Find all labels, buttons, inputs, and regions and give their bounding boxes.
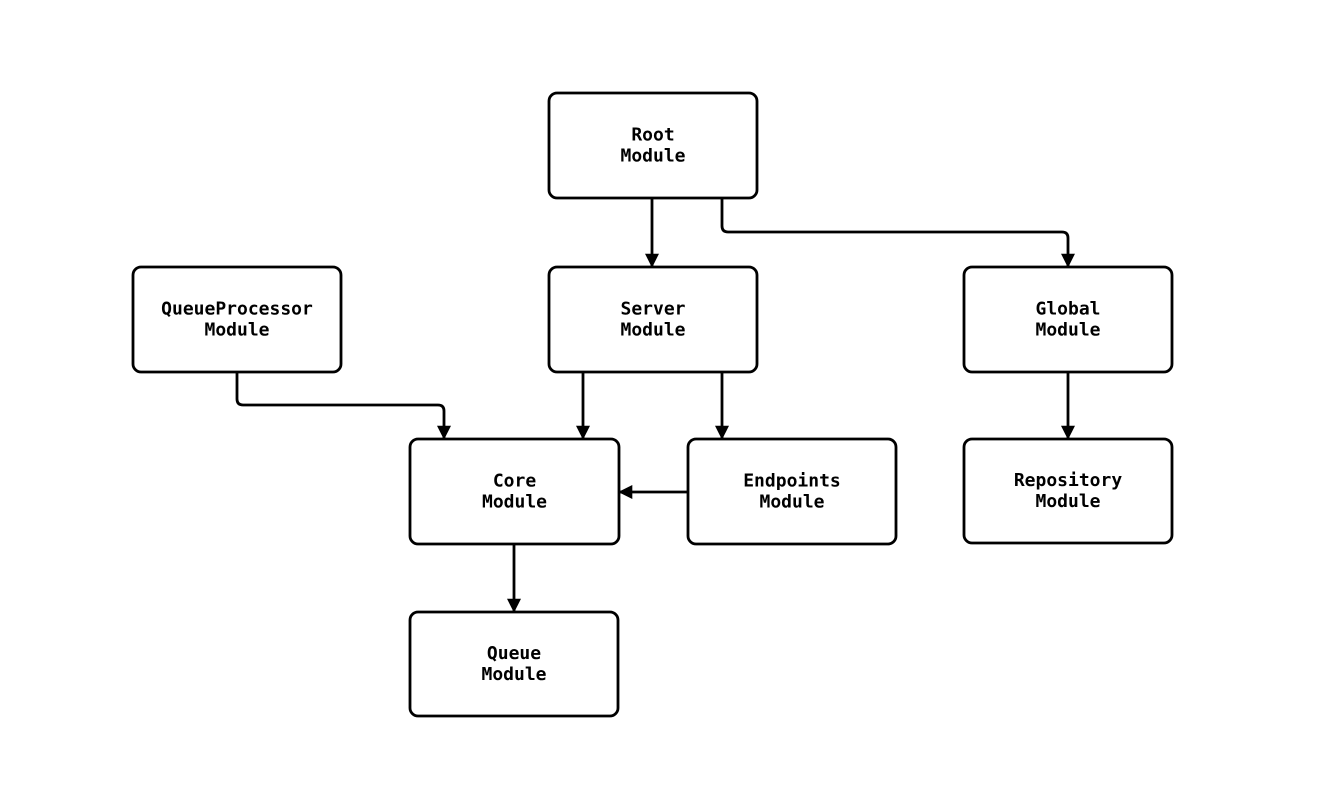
node-repository-box — [962, 437, 1174, 545]
node-global-box — [962, 265, 1174, 374]
edges-layer — [235, 198, 1075, 613]
edge-root-to-global — [720, 198, 1075, 268]
node-core-box — [408, 437, 621, 546]
node-queue-box — [408, 610, 620, 718]
node-server-box — [547, 265, 759, 374]
node-queueprocessor-box — [131, 265, 343, 374]
edge-queueprocessor-to-core — [235, 372, 451, 440]
node-root-box — [547, 91, 759, 200]
node-endpoints-box — [686, 437, 898, 546]
